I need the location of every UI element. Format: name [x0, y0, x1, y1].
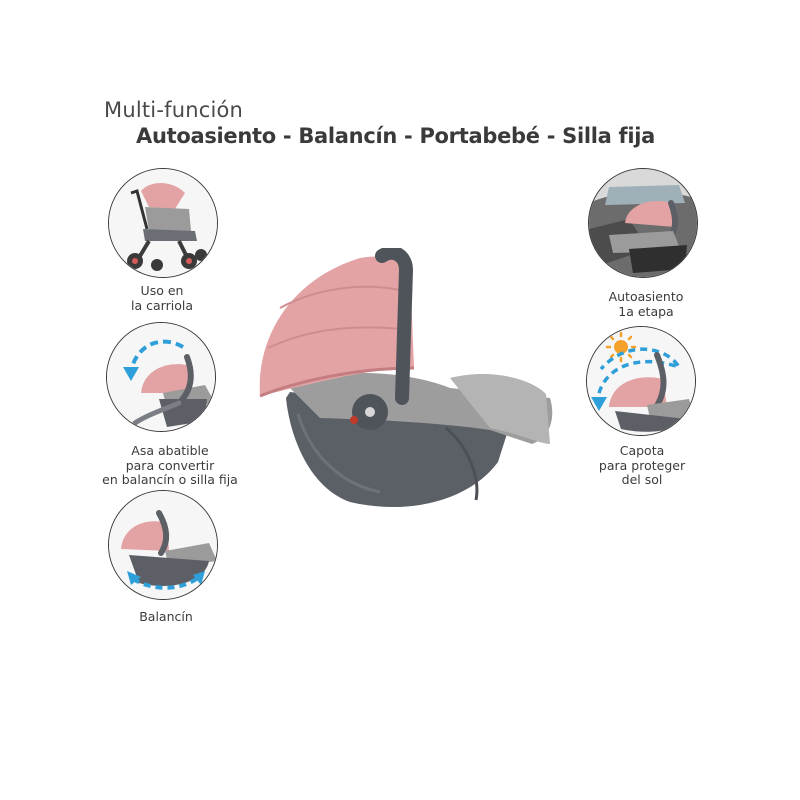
car-caption-line: 1a etapa: [618, 303, 674, 319]
canopy-caption-line: del sol: [621, 472, 663, 487]
car-seat-product-image: [250, 245, 560, 532]
rocking-arrow-icon: [109, 491, 217, 599]
canopy-feature-image: [586, 326, 696, 436]
rotate-arrow-icon: [107, 323, 215, 431]
handle-feature-image: [106, 322, 216, 432]
stroller-caption-line: la carriola: [131, 297, 193, 313]
canopy-caption: Capota para proteger del sol: [598, 443, 686, 488]
canopy-caption-line: para proteger: [598, 457, 686, 473]
stroller-caption: Uso en la carriola: [131, 283, 193, 313]
car-caption-line: Autoasiento: [608, 289, 684, 304]
handle-caption-line: para convertir: [125, 457, 215, 473]
rocker-caption-line: Balancín: [139, 609, 193, 624]
handle-caption: Asa abatible para convertir en balancín …: [102, 443, 238, 488]
handle-caption-line: Asa abatible: [131, 443, 209, 458]
stroller-icon: [109, 169, 217, 277]
handle-caption-line: en balancín o silla fija: [102, 472, 238, 487]
rocker-caption: Balancín: [139, 609, 193, 625]
stroller-caption-line: Uso en: [140, 283, 184, 298]
header-title: Autoasiento - Balancín - Portabebé - Sil…: [136, 124, 656, 148]
stroller-feature-image: [108, 168, 218, 278]
car-feature-image: [588, 168, 698, 278]
infant-car-seat-illustration: [259, 245, 553, 508]
car-caption: Autoasiento 1a etapa: [608, 289, 684, 319]
sun-icon: [587, 327, 695, 435]
car-seat-icon: [589, 169, 697, 277]
canopy-caption-line: Capota: [619, 443, 665, 458]
header-subtitle: Multi-función: [104, 98, 244, 122]
rocker-feature-image: [108, 490, 218, 600]
